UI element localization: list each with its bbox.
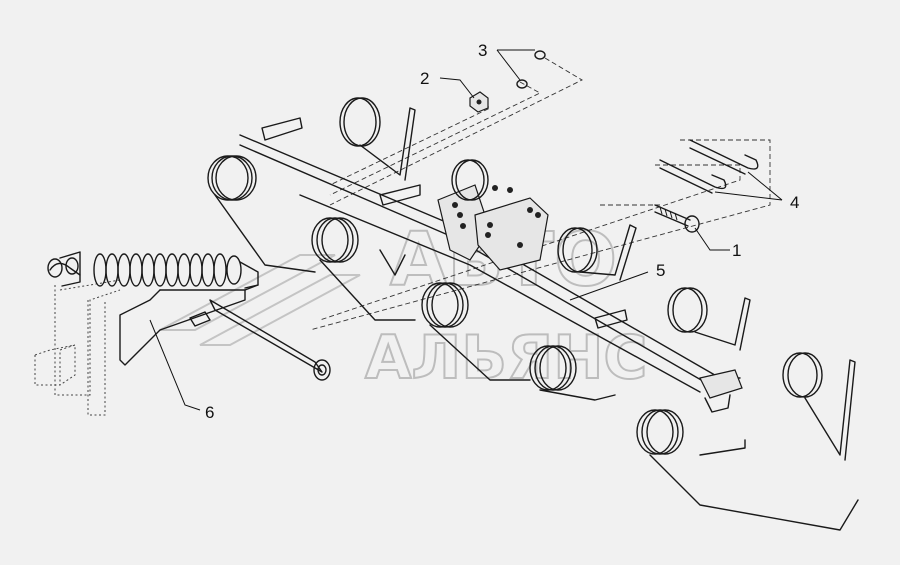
- washers: [516, 50, 546, 89]
- watermark-logo-icon: [159, 254, 361, 346]
- bolt: [654, 204, 700, 233]
- callout-3: 3: [478, 41, 487, 60]
- callout-5: 5: [656, 261, 665, 280]
- watermark: АВТО АЛЬЯНС: [159, 216, 648, 394]
- leader-lines: [149, 49, 783, 411]
- bracket-plates: [437, 184, 549, 271]
- spring-tines: [207, 97, 859, 531]
- u-bolts: [659, 139, 759, 194]
- watermark-line2: АЛЬЯНС: [365, 323, 647, 393]
- callout-4: 4: [790, 193, 799, 212]
- tine: [421, 224, 637, 381]
- nut: [469, 91, 489, 113]
- callout-labels: 1 2 3 4 5 6: [205, 41, 799, 422]
- spring-arm-assembly: [47, 251, 331, 381]
- tine: [207, 97, 416, 273]
- callout-2: 2: [420, 69, 429, 88]
- tine: [636, 352, 859, 531]
- callout-1: 1: [732, 241, 741, 260]
- coil-spring: [93, 253, 242, 287]
- tine: [311, 159, 489, 321]
- tine: [529, 287, 751, 401]
- clamp: [699, 369, 743, 399]
- mounting-bracket: [34, 279, 121, 416]
- callout-6: 6: [205, 403, 214, 422]
